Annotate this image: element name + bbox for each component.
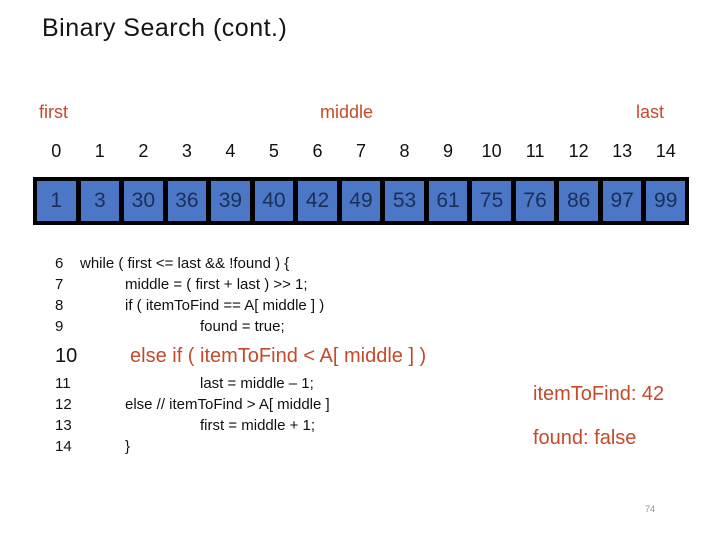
slide-title: Binary Search (cont.)	[42, 14, 288, 42]
array-cell: 3	[80, 181, 120, 221]
array-cell: 1	[37, 181, 76, 221]
array-index: 1	[94, 141, 105, 161]
code-text: middle = ( first + last ) >> 1;	[125, 276, 308, 293]
line-number: 6	[55, 255, 64, 272]
array-cell: 99	[646, 181, 685, 221]
array-cell: 61	[428, 181, 468, 221]
pointer-label-last: last	[636, 102, 665, 122]
code-block: 6 while ( first <= last && !found ) { 7 mid…	[55, 253, 535, 457]
code-text: first = middle + 1;	[200, 417, 316, 434]
code-text: }	[125, 438, 131, 455]
array-cell: 40	[254, 181, 294, 221]
code-line: 6 while ( first <= last && !found ) {	[55, 253, 535, 274]
line-number: 10	[55, 345, 78, 367]
array-cell: 30	[124, 181, 163, 221]
array-index: 2	[138, 141, 149, 161]
array-cell: 86	[559, 181, 598, 221]
code-text: if ( itemToFind == A[ middle ] )	[125, 297, 325, 314]
array-index: 8	[399, 141, 410, 161]
line-number: 13	[55, 417, 72, 434]
code-text: found = true;	[200, 318, 285, 335]
array-index: 5	[268, 141, 279, 161]
array-index: 4	[225, 141, 236, 161]
line-number: 12	[55, 396, 72, 413]
array-cell: 53	[385, 181, 424, 221]
line-number: 8	[55, 297, 64, 314]
array-cell: 97	[602, 181, 642, 221]
array-index: 9	[443, 141, 454, 161]
code-line: 14}	[55, 436, 535, 457]
code-line: 12 else // itemToFind > A[ middle ]	[55, 394, 535, 415]
array-index: 3	[181, 141, 192, 161]
code-text: else // itemToFind > A[ middle ]	[125, 396, 330, 413]
line-number: 9	[55, 318, 64, 335]
state-found: found: false	[533, 427, 637, 449]
line-number: 7	[55, 276, 64, 293]
array-index: 0	[51, 141, 62, 161]
line-number: 14	[55, 438, 72, 455]
array-index: 10	[481, 141, 502, 161]
line-number: 11	[55, 375, 71, 392]
array-cell: 76	[515, 181, 555, 221]
array-index: 7	[355, 141, 366, 161]
state-item-to-find: itemToFind: 42	[533, 383, 665, 405]
code-text: last = middle – 1;	[200, 375, 314, 392]
array-cell: 36	[167, 181, 207, 221]
array-cell: 49	[341, 181, 381, 221]
array-index: 6	[312, 141, 323, 161]
code-line: 10 else if ( itemToFind < A[ middle ] )	[55, 341, 535, 371]
array-index: 11	[525, 141, 545, 161]
code-line: 11 last = middle – 1;	[55, 373, 535, 394]
page-number: 74	[645, 504, 656, 514]
code-line: 7 middle = ( first + last ) >> 1;	[55, 274, 535, 295]
array-index: 12	[568, 141, 589, 161]
array-cell: 42	[298, 181, 337, 221]
code-text: else if ( itemToFind < A[ middle ] )	[130, 345, 427, 367]
code-line: 13 first = middle + 1;	[55, 415, 535, 436]
pointer-label-middle: middle	[320, 102, 374, 122]
code-line: 8 if ( itemToFind == A[ middle ] )	[55, 295, 535, 316]
array-index: 13	[612, 141, 633, 161]
code-line: 9 found = true;	[55, 316, 535, 337]
code-text: while ( first <= last && !found ) {	[80, 255, 290, 272]
array-cell: 75	[472, 181, 511, 221]
pointer-label-first: first	[39, 102, 68, 122]
array-index: 14	[655, 141, 676, 161]
array-cell: 39	[211, 181, 250, 221]
